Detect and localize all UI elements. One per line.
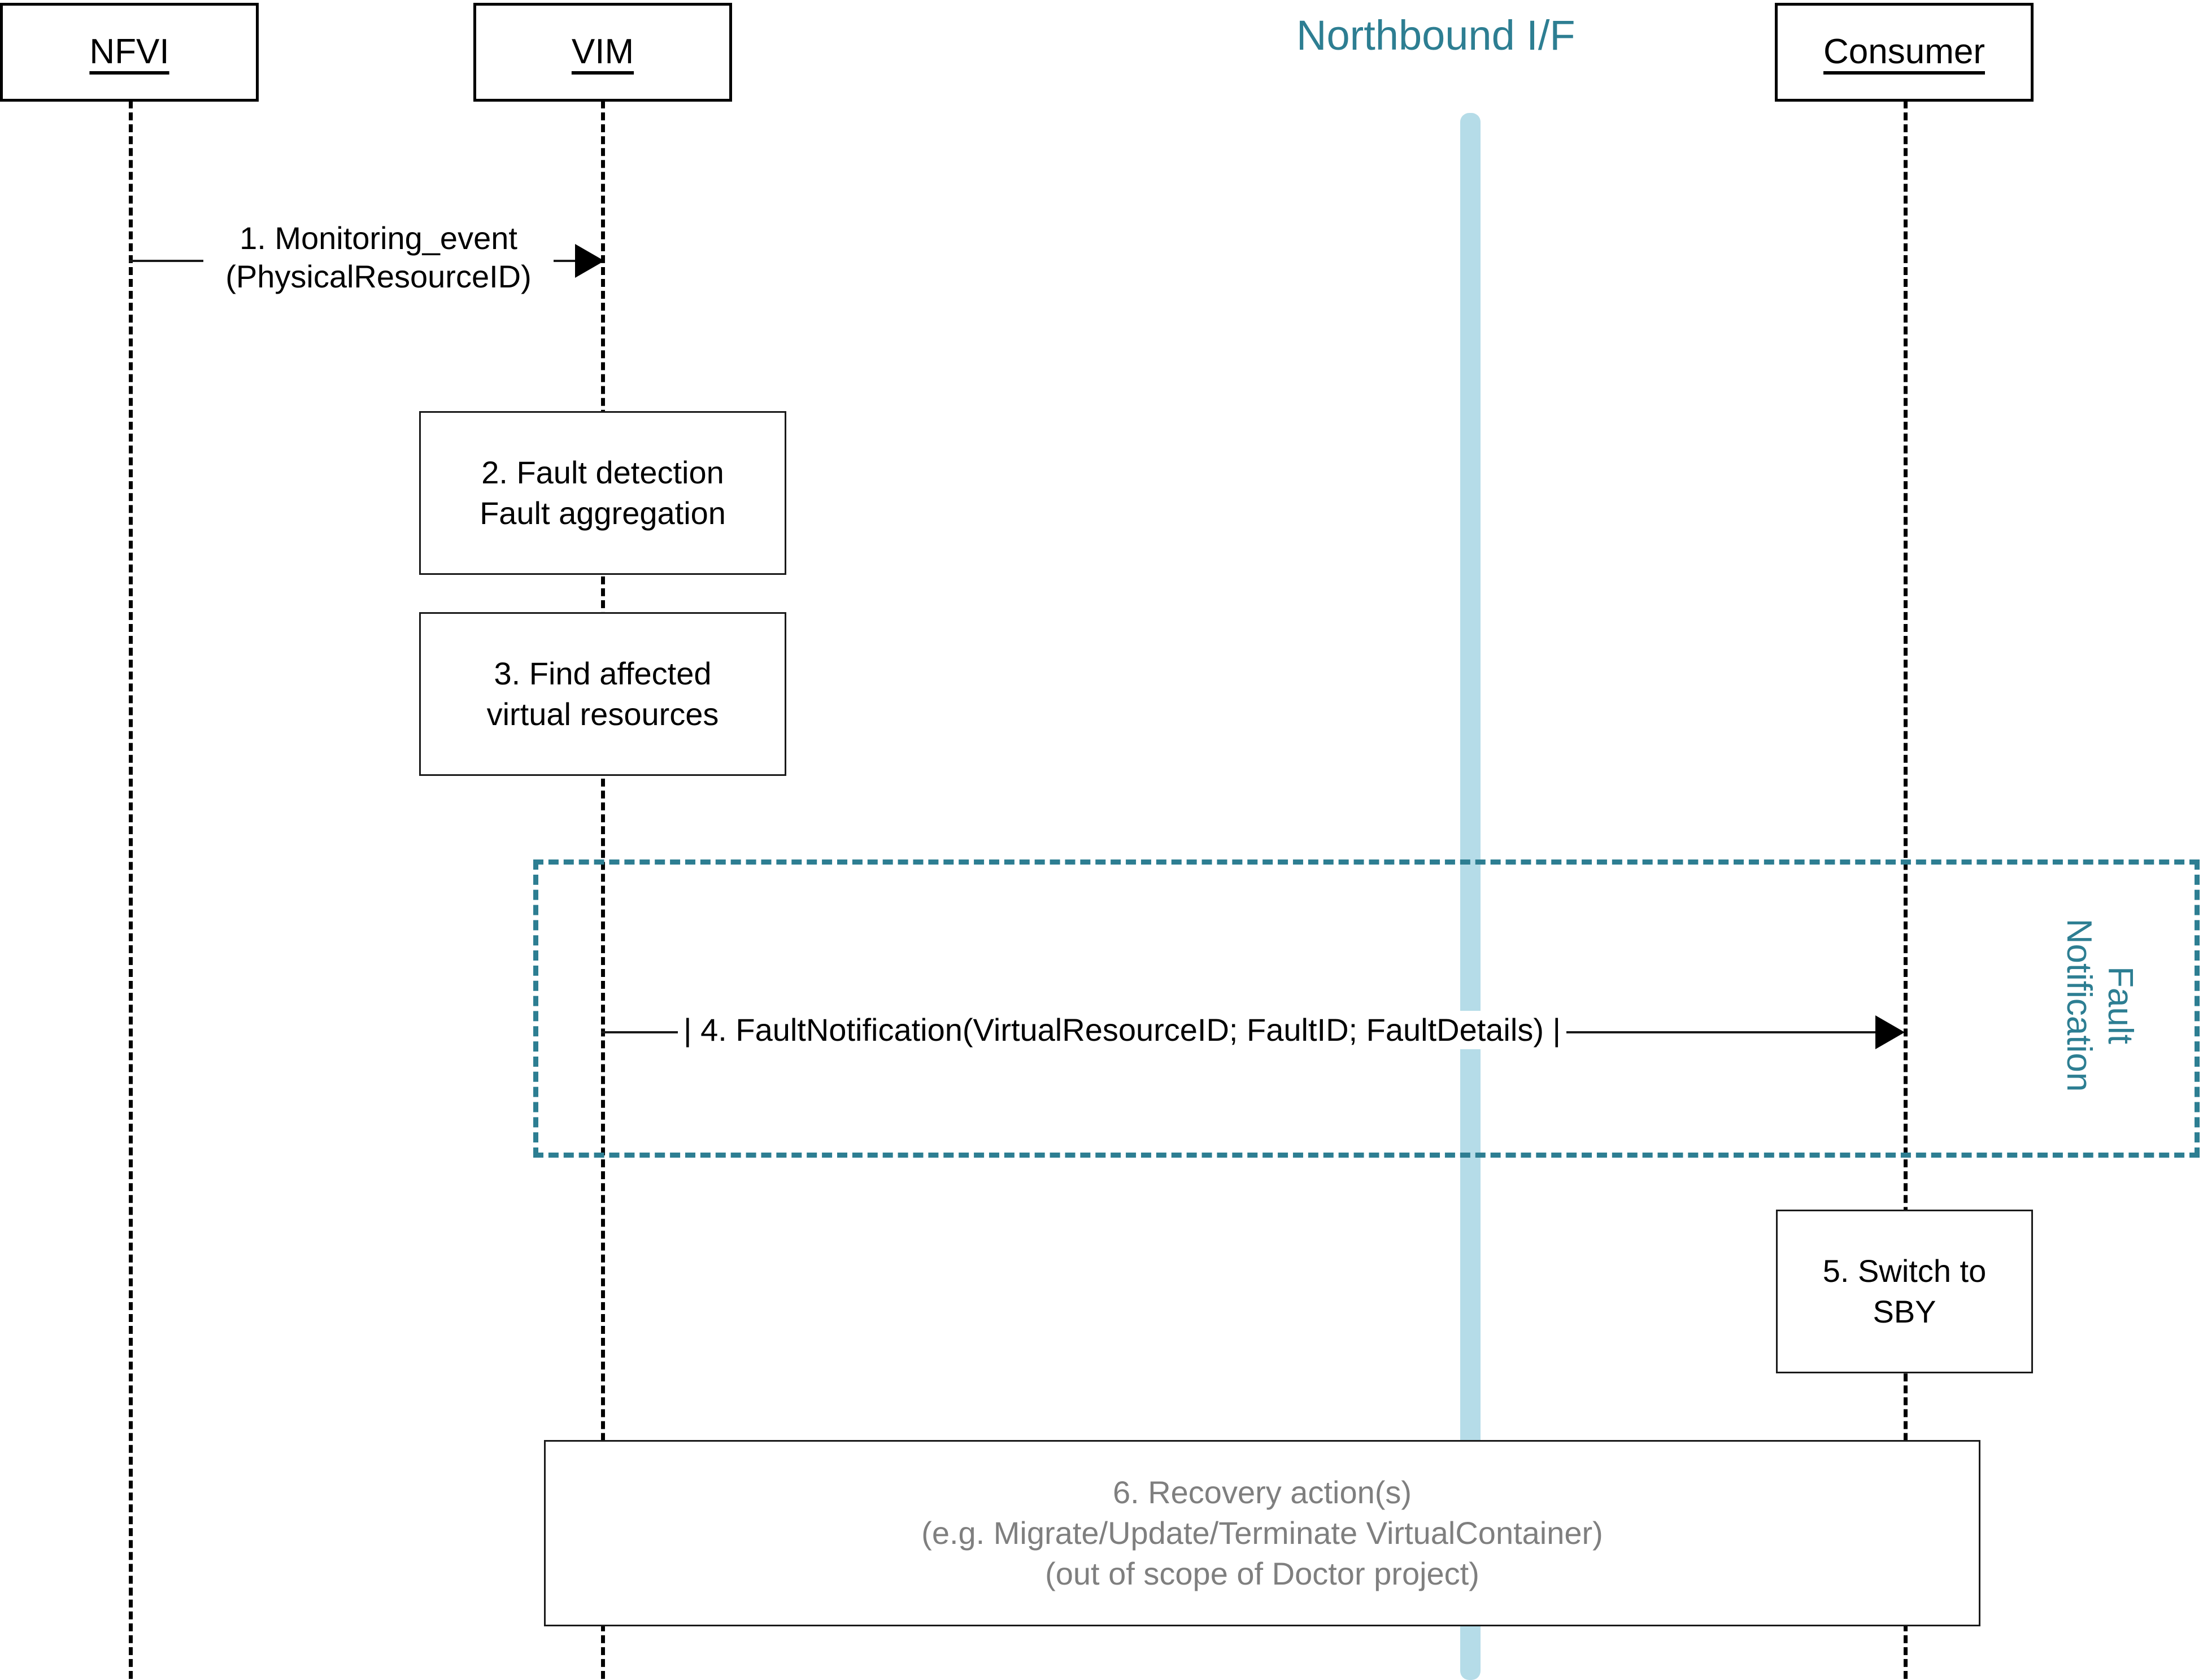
activity-box-3-line2: virtual resources xyxy=(486,696,719,732)
message-label-4: | 4. FaultNotification(VirtualResourceID… xyxy=(678,1011,1567,1050)
fragment-label-line2: Notification xyxy=(2059,918,2098,1092)
participant-box-nfvi[interactable]: NFVI xyxy=(0,3,259,102)
activity-box-5-line1: 5. Switch to xyxy=(1822,1253,1987,1289)
activity-box-fault-detection[interactable]: 2. Fault detection Fault aggregation xyxy=(419,411,786,575)
fault-notification-fragment-label: Fault Notification xyxy=(2050,904,2141,1107)
lifeline-vim xyxy=(601,101,605,1679)
activity-box-6-line3: (out of scope of Doctor project) xyxy=(1045,1555,1479,1591)
lifeline-nfvi xyxy=(129,101,133,1679)
lifeline-consumer xyxy=(1904,101,1908,1679)
message-label-1-line1: 1. Monitoring_event xyxy=(240,220,517,256)
participant-label-consumer: Consumer xyxy=(1823,32,1985,72)
activity-box-3-line1: 3. Find affected xyxy=(494,656,712,692)
fragment-label-line1: Fault xyxy=(2101,966,2140,1044)
activity-box-switch-to-sby[interactable]: 5. Switch to SBY xyxy=(1776,1210,2033,1373)
message-arrowhead-4 xyxy=(1875,1015,1905,1049)
message-label-1-line2: (PhysicalResourceID) xyxy=(225,259,532,295)
activity-box-5-line2: SBY xyxy=(1873,1294,1936,1329)
participant-box-consumer[interactable]: Consumer xyxy=(1775,3,2034,102)
message-arrowhead-1 xyxy=(575,244,604,278)
participant-box-vim[interactable]: VIM xyxy=(473,3,732,102)
participant-label-nfvi: NFVI xyxy=(89,32,169,72)
message-label-4-line1: | 4. FaultNotification(VirtualResourceID… xyxy=(683,1012,1561,1048)
participant-label-vim: VIM xyxy=(571,32,634,72)
activity-box-6-line1: 6. Recovery action(s) xyxy=(1112,1474,1412,1511)
message-label-1: 1. Monitoring_event (PhysicalResourceID) xyxy=(203,219,554,296)
activity-box-find-affected-resources[interactable]: 3. Find affected virtual resources xyxy=(419,612,786,776)
northbound-interface-title: Northbound I/F xyxy=(1296,12,1575,59)
activity-box-6-line2: (e.g. Migrate/Update/Terminate VirtualCo… xyxy=(921,1515,1603,1551)
activity-box-recovery-actions[interactable]: 6. Recovery action(s) (e.g. Migrate/Upda… xyxy=(544,1440,1980,1626)
fault-notification-fragment xyxy=(533,859,2200,1158)
northbound-interface-bar xyxy=(1460,113,1481,1680)
activity-box-2-line1: 2. Fault detection xyxy=(481,455,724,491)
activity-box-2-line2: Fault aggregation xyxy=(480,495,726,531)
